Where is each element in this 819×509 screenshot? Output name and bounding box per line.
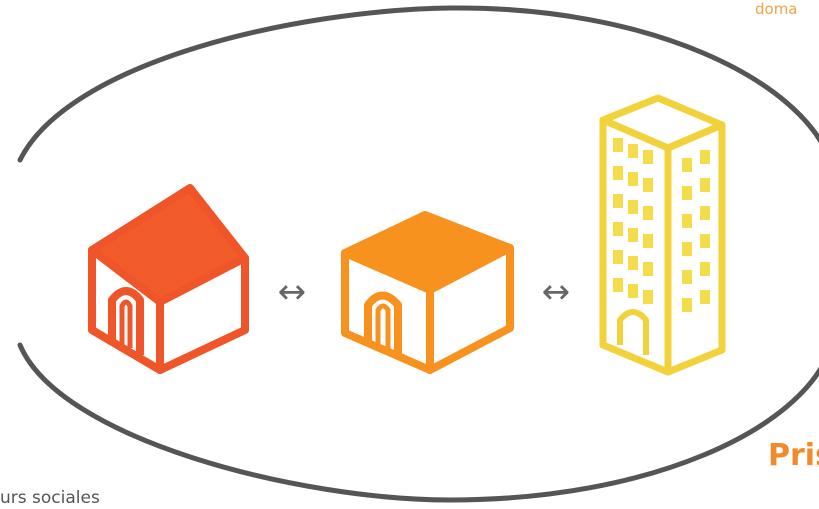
bottom-left-fragment-text: urs sociales xyxy=(0,488,100,508)
tower-building-icon xyxy=(599,94,726,376)
ellipse-outline-upper xyxy=(17,5,819,163)
double-arrow-icon: ↔ xyxy=(278,272,307,312)
double-arrow-icon: ↔ xyxy=(542,272,571,312)
bottom-right-heading-fragment: Pris xyxy=(768,438,819,473)
cube-building-icon xyxy=(341,211,514,374)
ellipse-outline-lower xyxy=(17,342,819,503)
house-icon xyxy=(88,184,249,374)
top-right-fragment-text: doma xyxy=(755,0,798,18)
